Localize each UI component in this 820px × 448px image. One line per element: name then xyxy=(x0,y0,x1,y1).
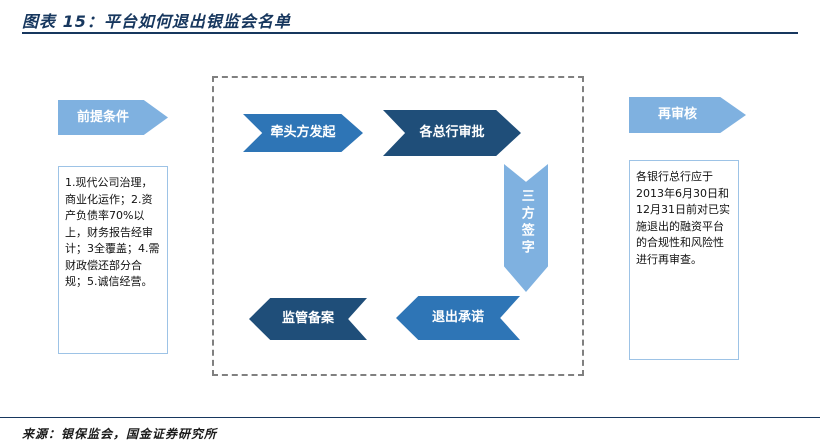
flow-step-label: 退出承诺 xyxy=(431,310,484,326)
precondition-box-text: 1.现代公司治理，商业化运作；2.资产负债率70%以上，财务报告经审计；3全覆盖… xyxy=(65,176,160,288)
flow-step-signature-arrow: 三方签字 xyxy=(504,164,548,292)
source-note: 来源：银保监会，国金证券研究所 xyxy=(22,427,218,441)
review-box: 各银行总行应于 2013年6月30日和12月31日前对已实施退出的融资平台的合规… xyxy=(629,160,739,360)
review-box-text: 各银行总行应于 2013年6月30日和12月31日前对已实施退出的融资平台的合规… xyxy=(636,170,730,266)
flow-step-label: 三方签字 xyxy=(518,189,534,257)
flow-step-initiate-arrow: 牵头方发起 xyxy=(243,114,363,152)
precondition-arrow: 前提条件 xyxy=(58,100,168,135)
review-arrow-label: 再审核 xyxy=(657,107,697,123)
title-divider xyxy=(22,32,798,34)
process-dashed-container xyxy=(212,76,584,376)
flow-step-regulatory-filing-arrow: 监管备案 xyxy=(249,298,367,340)
flow-step-label: 监管备案 xyxy=(281,311,334,327)
figure-title: 图表 15：平台如何退出银监会名单 xyxy=(22,12,291,31)
flow-step-approval-arrow: 各总行审批 xyxy=(383,110,521,156)
footer-divider xyxy=(0,417,820,418)
flow-step-label: 牵头方发起 xyxy=(270,125,336,141)
flow-step-label: 各总行审批 xyxy=(419,125,485,141)
precondition-arrow-label: 前提条件 xyxy=(76,109,129,125)
review-arrow: 再审核 xyxy=(629,97,746,133)
flow-step-exit-commitment-arrow: 退出承诺 xyxy=(396,296,520,340)
precondition-box: 1.现代公司治理，商业化运作；2.资产负债率70%以上，财务报告经审计；3全覆盖… xyxy=(58,166,168,354)
